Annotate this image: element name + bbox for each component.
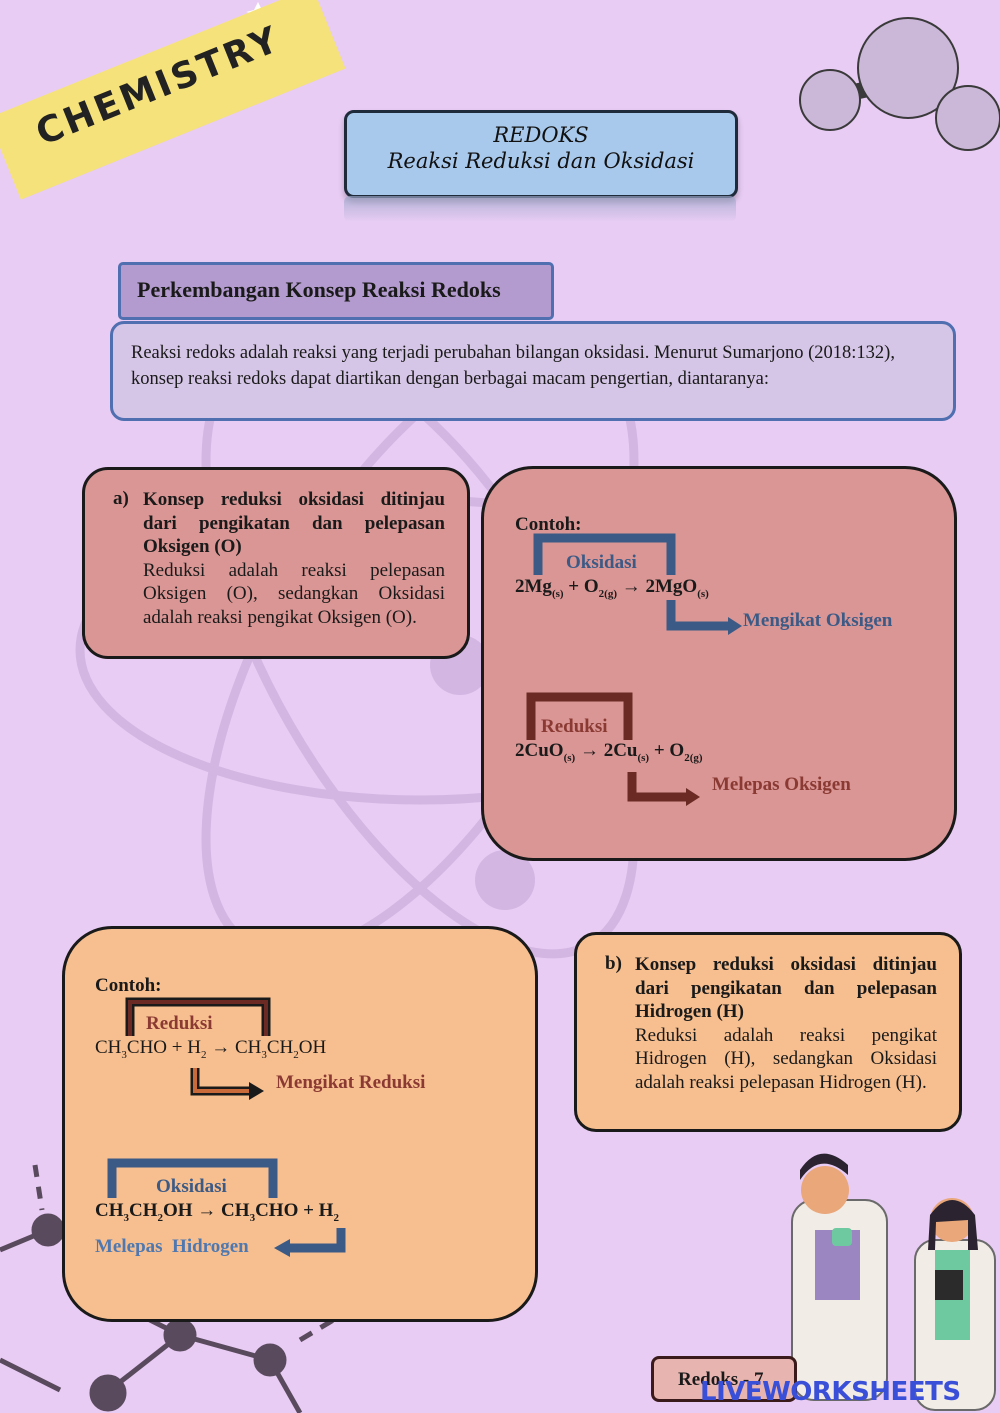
reduction-arrow-head [686,788,700,806]
page-number-box: Redoks - 7 [651,1356,797,1402]
concept-b-text: Konsep reduksi oksidasi ditinjau dari pe… [635,953,937,1094]
concept-b-body: Reduksi adalah reaksi pengikat Hidrogen … [635,1024,937,1093]
oxidation-arrow-line [666,600,730,631]
example-b-arrow-2-text: Melepas Hidrogen [95,1236,249,1257]
example-a-reduction-label: Reduksi [541,716,608,737]
section-heading: Perkembangan Konsep Reaksi Redoks [137,277,501,302]
title-box: REDOKS Reaksi Reduksi dan Oksidasi [344,110,738,198]
concept-b-label: b) [605,953,622,974]
example-a-arrow-2-text: Melepas Oksigen [712,774,851,795]
intro-text: Reaksi redoks adalah reaksi yang terjadi… [131,343,895,389]
concept-a-heading: Konsep reduksi oksidasi ditinjau dari pe… [143,489,445,557]
title-reflection [344,196,736,222]
example-a-box [481,466,957,861]
example-a-arrow-1-text: Mengikat Oksigen [743,610,893,631]
reduction-bracket [526,692,633,740]
example-a-oxidation-label: Oksidasi [566,552,637,573]
reduction-bracket-b-inner [128,1000,268,1036]
example-b-arrow-1-text: Mengikat Reduksi [276,1072,426,1093]
section-heading-box: Perkembangan Konsep Reaksi Redoks [118,262,554,320]
molecule-icon [799,17,1000,151]
reduction-arrow-line [627,772,688,802]
scientists-illustration [791,1153,996,1411]
page-title: REDOKS [493,123,589,147]
intro-box: Reaksi redoks adalah reaksi yang terjadi… [110,321,956,421]
example-b-equation-2: CH3CH2OH → CH3CHO + H2 [95,1200,339,1224]
oxidation-bracket [533,533,676,575]
example-a-title: Contoh: [515,514,582,535]
example-b-oxidation-label: Oksidasi [156,1176,227,1197]
example-b-reduction-label: Reduksi [146,1013,213,1034]
page-number: Redoks - 7 [678,1369,764,1390]
concept-a-body: Reduksi adalah reaksi pelepasan Oksigen … [143,559,445,628]
concept-b-box: b) Konsep reduksi oksidasi ditinjau dari… [574,932,962,1132]
example-b-box [62,926,538,1322]
reduction-arrow-b-line [190,1068,250,1096]
atom-electron [475,850,535,910]
page-subtitle: Reaksi Reduksi dan Oksidasi [387,149,695,173]
molecule-chain-decoration [0,1164,352,1413]
concept-b-heading: Konsep reduksi oksidasi ditinjau dari pe… [635,954,937,1022]
reduction-arrow-b-inner [193,1068,250,1093]
oxidation-arrow-b-line [288,1228,346,1253]
example-a-equation-2: 2CuO(s) → 2Cu(s) + O2(g) [515,740,703,764]
example-b-equation-1: CH3CHO + H2 → CH3CH2OH [95,1037,327,1061]
concept-a-box: a) Konsep reduksi oksidasi ditinjau dari… [82,467,470,659]
example-b-title: Contoh: [95,975,162,996]
oxidation-arrow-b-head [274,1239,290,1257]
oxidation-bracket-b [107,1158,278,1198]
concept-a-label: a) [113,488,129,509]
oxidation-arrow-head [728,617,742,635]
liveworksheets-watermark: LIVEWORKSHEETS [700,1377,961,1407]
example-a-equation-1: 2Mg(s) + O2(g) → 2MgO(s) [515,576,709,600]
concept-a-text: Konsep reduksi oksidasi ditinjau dari pe… [143,488,445,629]
reduction-arrow-b-head [249,1082,264,1100]
